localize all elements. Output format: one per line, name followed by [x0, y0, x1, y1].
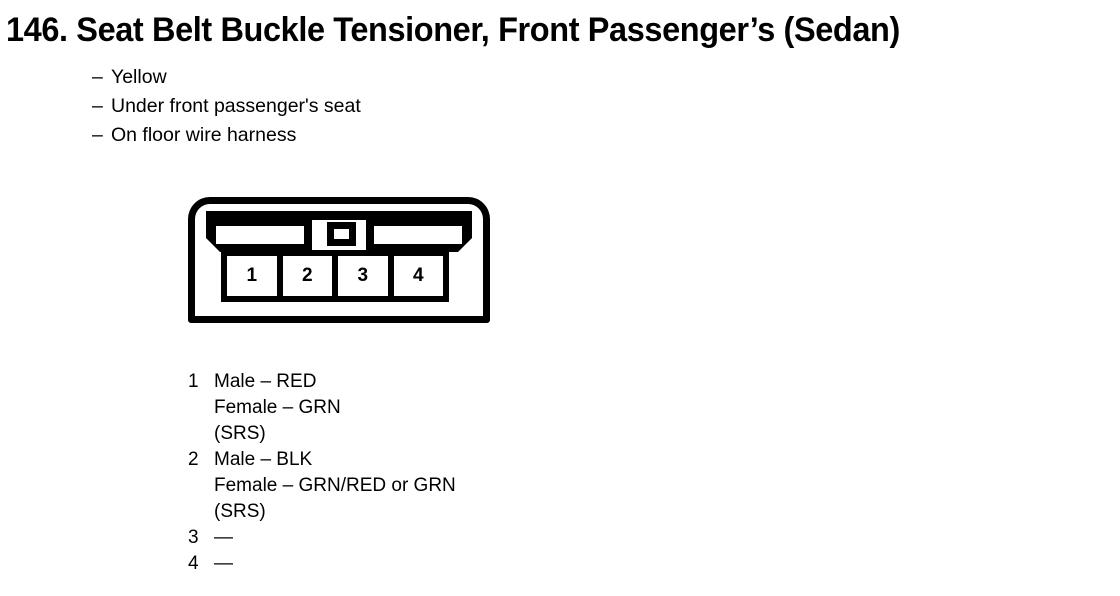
connector-left-latch-opening	[216, 226, 304, 244]
bullet-dash-icon: –	[92, 95, 103, 117]
pin-legend-number: 1	[188, 371, 199, 392]
pin-number-label: 2	[301, 265, 313, 286]
bullet-dash-icon: –	[92, 66, 103, 88]
pin-number-label: 3	[357, 265, 369, 286]
pin-legend-line: Male – BLK	[214, 449, 313, 470]
pin-legend-entry: 4 —	[188, 551, 456, 577]
connector-diagram: 1 2 3 4	[188, 197, 490, 323]
pin-legend-entry: 1 Male – RED Female – GRN (SRS)	[188, 369, 456, 447]
pin-legend: 1 Male – RED Female – GRN (SRS) 2 Male –…	[188, 369, 456, 577]
pin-legend-line: (SRS)	[214, 423, 266, 444]
connector-right-latch-opening	[374, 226, 462, 244]
pin-number-label: 4	[412, 265, 424, 286]
connector-center-notch	[327, 222, 356, 246]
connector-pin-cell: 2	[282, 256, 338, 296]
bullet-dash-icon: –	[92, 124, 103, 146]
pin-legend-number: 3	[188, 527, 199, 548]
pin-legend-line: Female – GRN	[214, 397, 341, 418]
list-item-label: Under front passenger's seat	[111, 95, 361, 117]
list-item: –Under front passenger's seat	[92, 92, 361, 121]
pin-legend-line: —	[214, 527, 233, 548]
list-item: –On floor wire harness	[92, 121, 361, 150]
pin-legend-number: 4	[188, 553, 199, 574]
connector-pin-row: 1 2 3 4	[221, 250, 449, 302]
pin-legend-line: Female – GRN/RED or GRN	[214, 475, 456, 496]
pin-legend-line: Male – RED	[214, 371, 317, 392]
pin-legend-entry: 2 Male – BLK Female – GRN/RED or GRN (SR…	[188, 447, 456, 525]
connector-pin-cell: 3	[338, 256, 394, 296]
pin-number-label: 1	[246, 265, 258, 286]
list-item: –Yellow	[92, 63, 361, 92]
description-bullet-list: –Yellow –Under front passenger's seat –O…	[92, 63, 361, 150]
pin-legend-number: 2	[188, 449, 199, 470]
list-item-label: On floor wire harness	[111, 124, 297, 146]
pin-legend-line: —	[214, 553, 233, 574]
connector-pin-cell: 1	[227, 256, 283, 296]
connector-top-rail	[206, 211, 472, 220]
pin-legend-entry: 3 —	[188, 525, 456, 551]
list-item-label: Yellow	[111, 66, 167, 88]
page-title: 146. Seat Belt Buckle Tensioner, Front P…	[6, 11, 900, 49]
pin-legend-line: (SRS)	[214, 501, 266, 522]
connector-pin-cell: 4	[393, 256, 443, 296]
